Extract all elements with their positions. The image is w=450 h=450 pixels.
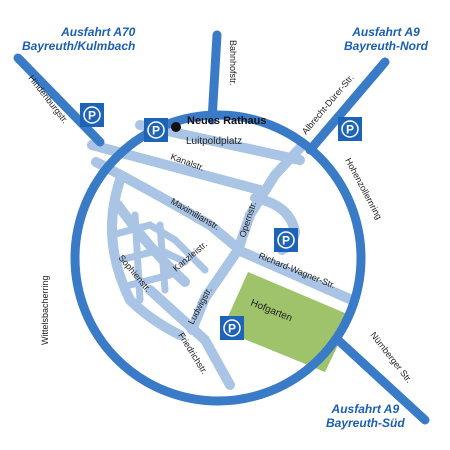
exit-a9s-sub: Bayreuth-Süd (326, 416, 405, 430)
exit-a9s-label: Ausfahrt A9 Bayreuth-Süd (326, 402, 405, 430)
exit-a70-label: Ausfahrt A70 Bayreuth/Kulmbach (22, 25, 135, 53)
west-arc-road (107, 175, 185, 340)
parking-letter: P (228, 322, 236, 336)
small-lanes (108, 211, 209, 304)
a9-nord-road (305, 57, 390, 155)
label-rathaus: Neues Rathaus (187, 115, 266, 127)
parking-sign-rathaus[interactable]: P (144, 118, 168, 142)
friedrichstr-road (145, 285, 235, 390)
label-wittelsbacher: Wittelsbacherring (40, 275, 50, 345)
exit-a9s-title: Ausfahrt A9 (331, 402, 400, 416)
radial-roads (13, 30, 430, 425)
parking-letter: P (88, 109, 96, 123)
hofgarten-park (222, 272, 352, 372)
parking-sign-opernstr[interactable]: P (274, 228, 298, 252)
richard-wagner-road (233, 245, 357, 305)
exit-a9n-label: Ausfahrt A9 Bayreuth-Nord (344, 25, 428, 53)
parking-sign-a70[interactable]: P (80, 103, 104, 127)
exit-a9n-sub: Bayreuth-Nord (344, 39, 429, 53)
rathaus-marker (171, 122, 181, 132)
label-bahnhofstr: Bahnhofstr. (228, 40, 238, 86)
label-luitpoldplatz: Luitpoldplatz (186, 136, 242, 147)
label-opernstr: Opernstr. (237, 200, 258, 238)
exit-a70-title: Ausfahrt A70 (61, 25, 136, 39)
parking-sign-hofgarten[interactable]: P (220, 316, 244, 340)
ludwigstr-road (187, 245, 243, 335)
parking-sign-albrecht[interactable]: P (338, 117, 362, 141)
parking-letter: P (346, 123, 354, 137)
a70-road (13, 53, 105, 147)
label-maximilianstr: Maximilianstr. (169, 196, 221, 232)
bahnhofstr-road (207, 30, 222, 125)
sophienstr-road (113, 200, 190, 287)
exit-a70-sub: Bayreuth/Kulmbach (22, 39, 136, 53)
a9-sued-road (333, 335, 430, 425)
parking-letter: P (152, 124, 160, 138)
parking-letter: P (282, 234, 290, 248)
ring-road (70, 110, 366, 406)
exit-a9n-title: Ausfahrt A9 (352, 25, 420, 39)
